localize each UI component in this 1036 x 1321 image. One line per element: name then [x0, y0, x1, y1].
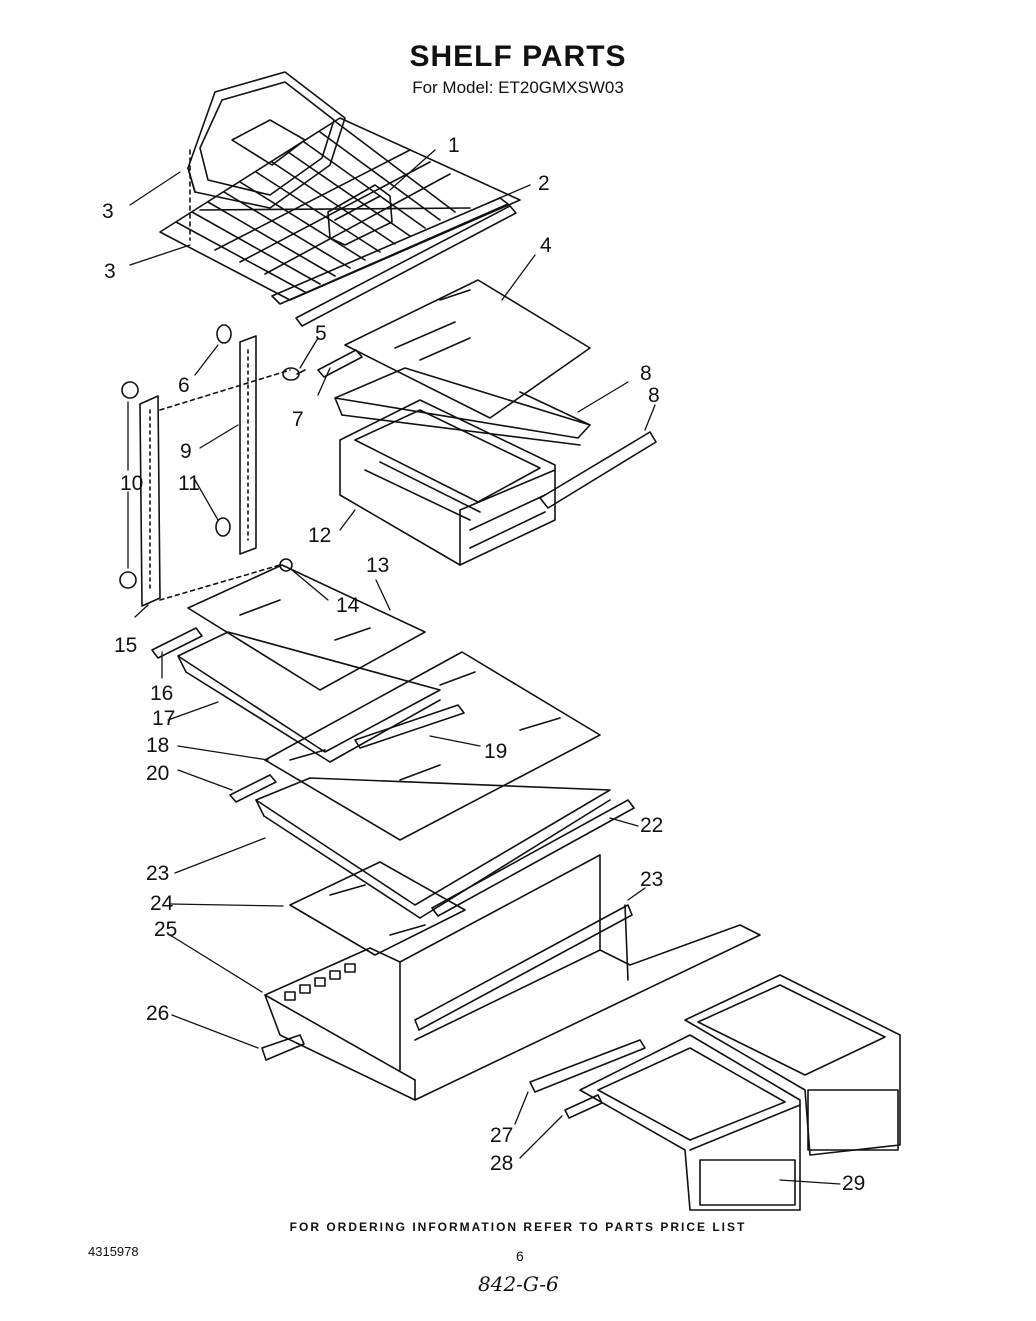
callout-7: 17	[152, 707, 175, 730]
leader-lines	[127, 149, 841, 1185]
callout-10: 23	[640, 868, 663, 891]
ordering-info-footer: FOR ORDERING INFORMATION REFER TO PARTS …	[289, 1220, 747, 1234]
rail-part-8-lower	[354, 704, 465, 749]
callout-3-upper: 6	[178, 374, 190, 397]
callout-23-lower: 16	[150, 682, 173, 705]
callout-8-lower: 19	[484, 740, 507, 763]
divider-part-13	[327, 184, 393, 246]
callout-14: 4	[540, 234, 552, 257]
crisper-frame-part-9	[264, 854, 761, 1101]
callout-28: 28	[490, 1152, 513, 1175]
document-number: 4315978	[88, 1244, 139, 1259]
callout-17: 3	[104, 260, 116, 283]
callout-16: 13	[366, 554, 389, 577]
bracket-part-6	[279, 558, 293, 572]
callout-2: 15	[114, 634, 137, 657]
callout-23-upper: 7	[292, 408, 304, 431]
callout-labels: 1 2 3 3 4 5 6 7 8 8 9 10 11 12 13 14 15 …	[102, 134, 865, 1195]
callout-18: 2	[538, 172, 550, 195]
glass-shelf-part-26	[264, 651, 601, 841]
callout-1: 9	[180, 440, 192, 463]
callout-20: 12	[308, 524, 331, 547]
shelf-rail-part-18	[271, 197, 517, 327]
glass-shelf-part-16	[187, 564, 426, 691]
callout-29: 26	[146, 1002, 169, 1025]
rail-part-27	[229, 774, 277, 803]
callout-22: 3	[102, 200, 114, 223]
rail-part-23-upper	[317, 349, 363, 378]
callout-4: 10	[120, 472, 143, 495]
model-subtitle: For Model: ET20GMXSW03	[412, 78, 624, 97]
clip-part-3	[215, 324, 232, 537]
callout-5: 5	[315, 322, 327, 345]
callout-12: 8	[640, 362, 652, 385]
crisper-drawer-part-20	[339, 399, 556, 566]
glass-shelf-part-14	[344, 279, 591, 419]
callout-26: 18	[146, 734, 169, 757]
pin-part-28	[564, 1094, 603, 1119]
page-number: 6	[516, 1248, 524, 1264]
callout-27: 20	[146, 762, 169, 785]
callout-11: 24	[150, 892, 174, 915]
ladder-part-2	[139, 395, 161, 607]
drawer-rail-part-8-upper	[539, 431, 657, 509]
wire-shelf-part-17	[159, 117, 521, 301]
callout-19: 29	[842, 1172, 865, 1195]
shelf-frame-part-7	[177, 631, 441, 763]
bar-part-29	[261, 1034, 305, 1061]
handwritten-note: 842-G-6	[478, 1272, 559, 1296]
callout-8-upper: 8	[648, 384, 660, 407]
callout-15: 27	[490, 1124, 513, 1147]
callout-25: 22	[640, 814, 663, 837]
callout-3-lower: 11	[178, 472, 200, 495]
ladder-part-1	[239, 335, 257, 555]
rail-part-25	[431, 799, 635, 917]
glass-cover-part-11	[289, 861, 466, 956]
screw-part-5	[282, 367, 306, 381]
rail-part-15	[529, 1039, 646, 1093]
callout-6: 14	[336, 594, 360, 617]
clip-part-4	[119, 381, 139, 589]
divider-part-10	[414, 904, 633, 1031]
callout-24: 23	[146, 862, 169, 885]
shelf-frame-part-24	[255, 777, 611, 919]
callout-13: 1	[448, 134, 460, 157]
crisper-bin-part-22	[187, 71, 346, 241]
callout-9: 25	[154, 918, 177, 941]
page-title: SHELF PARTS	[409, 40, 627, 73]
rail-part-23-lower	[151, 627, 203, 659]
shelf-frame-part-12	[334, 367, 591, 446]
crisper-pan-part-19	[579, 974, 901, 1211]
